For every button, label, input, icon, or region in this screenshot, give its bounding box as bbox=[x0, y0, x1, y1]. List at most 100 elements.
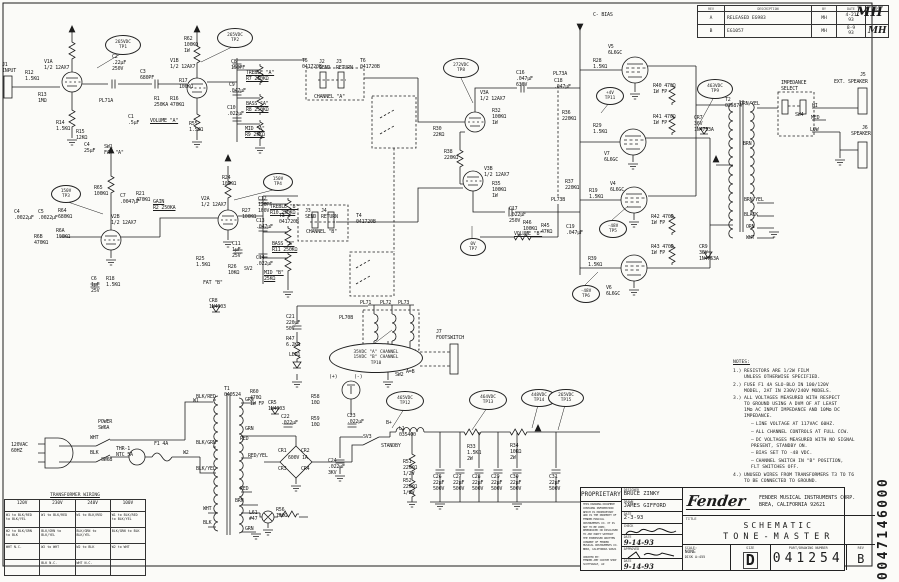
title-footer-row: SCALE: NONE DISK A:455 SIZE D PART/DRAWI… bbox=[683, 545, 875, 570]
transformer-table-title: TRANSFORMER WIRING bbox=[50, 493, 100, 498]
schematic-label: B+ bbox=[386, 420, 392, 426]
schematic-label: C21 220µF 50V bbox=[286, 314, 301, 332]
schematic-label: C11 1µF 25V bbox=[232, 241, 241, 259]
schematic-label: J3 SEND bbox=[305, 208, 317, 220]
date-field-2: DATE 9-14-93 bbox=[621, 535, 682, 548]
schematic-label: RED bbox=[240, 486, 249, 492]
signoff-column: DESIGNER BRUCE ZINKY DRAWN JAMES GIFFORD… bbox=[621, 488, 683, 570]
schematic-label: WHT bbox=[746, 235, 755, 241]
schematic-label: C16 .047µF 630V bbox=[516, 70, 533, 88]
schematic-label: BRN bbox=[235, 498, 244, 504]
schematic-label: C9 .047µF bbox=[229, 82, 246, 94]
schematic-label: R17 100KΩ bbox=[179, 78, 194, 90]
schematic-label: C29 22µF 500V bbox=[491, 474, 503, 492]
note-text: FUSE F1 4A SLO-BLO IN 100/120V MODEL, 2A… bbox=[744, 382, 832, 394]
schematic-label: T3 041720B bbox=[279, 213, 299, 225]
transformer-table-cell: W1 to BLK/RED bbox=[39, 511, 76, 528]
schematic-label: C10 .022µF bbox=[227, 105, 244, 117]
note-number: 1.) bbox=[733, 368, 742, 374]
schematic-label: CR7 36V 1N4753A bbox=[694, 115, 714, 133]
schematic-label: R65 100KΩ bbox=[94, 185, 109, 197]
schematic-label: T4 041720B bbox=[356, 213, 376, 225]
schematic-label: LOW bbox=[810, 127, 819, 133]
schematic-label: R6B 470KΩ bbox=[34, 234, 49, 246]
schematic-label: FAT "B" bbox=[203, 280, 223, 286]
drawing-title-1: SCHEMATIC bbox=[743, 521, 814, 531]
schematic-label: R12 1.5KΩ bbox=[25, 70, 40, 82]
schematic-label: R60 470Ω 1W FP bbox=[250, 389, 265, 407]
schematic-label: SW4 bbox=[795, 112, 804, 118]
testpoint-callout: 272VDC TP8 bbox=[443, 58, 479, 78]
schematic-label: WHT bbox=[90, 435, 99, 441]
testpoint-callout: 150V TP3 bbox=[51, 185, 81, 203]
schematic-label: CHANNEL "B" bbox=[306, 229, 337, 235]
designer-value: BRUCE ZINKY bbox=[623, 491, 660, 497]
title-label: TITLE bbox=[685, 517, 697, 522]
scale-cell: SCALE: NONE DISK A:455 bbox=[683, 545, 731, 570]
schematic-label: R34 10KΩ 2W bbox=[510, 443, 522, 461]
note-item: 4.)UNUSED WIRES FROM TRANSFORMERS T3 TO … bbox=[733, 473, 875, 485]
schematic-label: A=B bbox=[406, 369, 415, 375]
schematic-label: J7 FOOTSWITCH bbox=[436, 329, 465, 341]
schematic-label: L1 035400 bbox=[399, 426, 416, 438]
transformer-table-cell bbox=[109, 559, 147, 576]
drawing-title-2: TONE-MASTER bbox=[723, 532, 835, 543]
schematic-label: C7 .0047µF bbox=[120, 193, 140, 205]
check-label: CHECK bbox=[623, 523, 634, 528]
schematic-label: R16 470KΩ bbox=[170, 96, 185, 108]
schematic-label: POWER SW6A bbox=[98, 419, 113, 431]
rev-table-cell: RELEASED EG983 bbox=[724, 11, 812, 25]
schematic-label: C1 .5µF bbox=[128, 114, 140, 126]
schematic-label: J3 RETURN bbox=[336, 59, 353, 71]
schematic-label: GAIN R2 250KA bbox=[153, 199, 176, 211]
approved-field: APPROVED bbox=[621, 547, 682, 560]
schematic-label: C19 .047µF bbox=[566, 224, 583, 236]
schematic-label: MID "B" 25KΩ bbox=[264, 270, 284, 282]
schematic-label: MID "A" R9 25KΩ bbox=[245, 126, 265, 138]
document-number-vertical: 0047146000 bbox=[876, 476, 891, 580]
testpoint-callout: 465VDC TP12 bbox=[386, 391, 424, 411]
check-signature bbox=[625, 527, 677, 534]
title-block: PROPRIETARY THIS DRAWING DOCUMENT CONTAI… bbox=[580, 487, 875, 571]
schematic-label: (+) bbox=[329, 374, 338, 380]
check-field: CHECK bbox=[621, 523, 682, 536]
date3-label: DATE bbox=[623, 559, 632, 564]
schematic-label: BRN bbox=[743, 141, 752, 147]
rev-table-cell: 8-9 93 bbox=[836, 24, 866, 38]
transformer-table-cell: BLK/GRN to BLK bbox=[109, 527, 147, 544]
drawn-field: DRAWN JAMES GIFFORD bbox=[621, 500, 682, 512]
schematic-label: T2 025874 bbox=[725, 97, 742, 109]
schematic-label: STANDBY bbox=[381, 443, 401, 449]
transformer-table-header: 100V bbox=[109, 499, 147, 512]
note-number: 2.) bbox=[733, 382, 742, 388]
schematic-label: R62 100KΩ 1W bbox=[184, 36, 199, 54]
schematic-label: R58 10Ω bbox=[311, 394, 320, 406]
schematic-label: R24 100KΩ bbox=[222, 175, 237, 187]
rev-table-cell: MH bbox=[811, 11, 837, 25]
schematic-label: J6 bbox=[862, 125, 868, 131]
schematic-label: CR2 bbox=[301, 448, 310, 454]
schematic-label: SW1 FAT "A" bbox=[104, 144, 124, 156]
schematic-label: R42 470Ω 1W FP bbox=[651, 214, 674, 226]
part-number-cell: PART/DRAWING NUMBER 041254 bbox=[771, 545, 847, 570]
schematic-label: R6A 100KΩ bbox=[56, 228, 71, 240]
schematic-label: (-) bbox=[354, 374, 363, 380]
schematic-label: R19 1.5KΩ bbox=[589, 188, 604, 200]
scale-label: SCALE: bbox=[684, 546, 697, 550]
date1-label: DATE bbox=[623, 511, 632, 516]
schematic-label: PL72 bbox=[380, 300, 392, 306]
date-field-3: DATE 9-14-93 bbox=[622, 559, 682, 570]
schematic-label: R37 220KΩ bbox=[565, 179, 580, 191]
schematic-label: CR5 1N4003 bbox=[268, 400, 285, 412]
schematic-label: C18 .047µF bbox=[554, 78, 571, 90]
proprietary-fine-print: THIS DRAWING DOCUMENT CONTAINS INFORMATI… bbox=[583, 502, 618, 566]
schematic-label: V3B 1/2 12AX7 bbox=[484, 166, 510, 178]
schematic-label: THR-1 NTC 5A bbox=[116, 446, 133, 458]
schematic-label: J4 RETURN bbox=[321, 208, 338, 220]
schematic-label: BLK/GRN bbox=[196, 440, 216, 446]
testpoint-callout: +4V TP11 bbox=[596, 87, 624, 105]
schematic-label: C23 .022µF bbox=[347, 413, 364, 425]
part-number-value: 041254 bbox=[772, 551, 844, 566]
